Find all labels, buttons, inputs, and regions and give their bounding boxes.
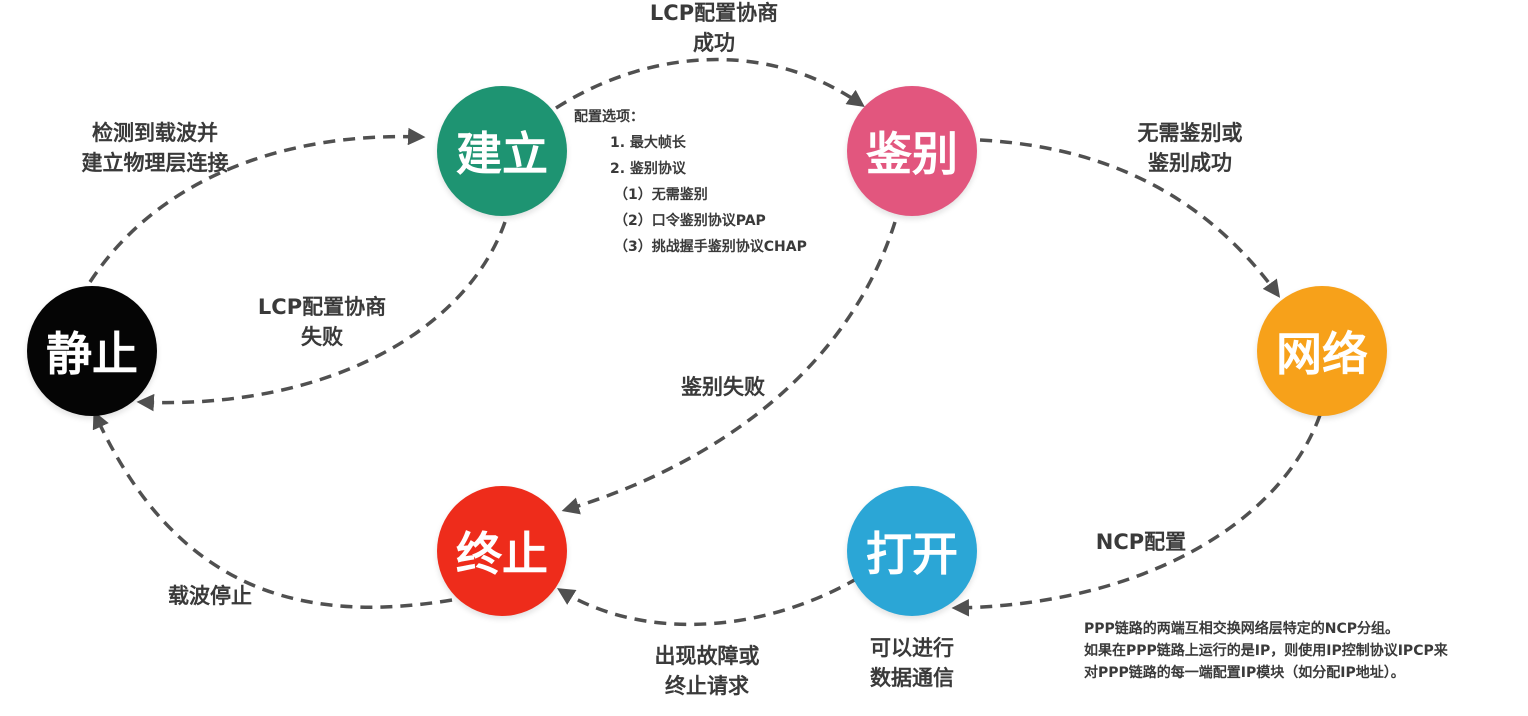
arrow-network-to-open (951, 414, 1322, 617)
config-options-title: 配置选项： (574, 109, 644, 125)
state-terminate-label: 终止 (456, 527, 548, 581)
arrow-establish-to-authenticate (555, 57, 865, 110)
ncp-note: PPP链路的两端互相交换网络层特定的NCP分组。 如果在PPP链路上运行的是IP… (1084, 618, 1448, 684)
label-establish-to-dead: LCP配置协商 失败 (222, 292, 422, 352)
state-authenticate-label: 鉴别 (866, 127, 958, 181)
ncp-note-line: PPP链路的两端互相交换网络层特定的NCP分组。 (1084, 621, 1400, 637)
label-line: 失败 (301, 325, 343, 349)
config-options: 配置选项： 1. 最大帧长 2. 鉴别协议 （1）无需鉴别 （2）口令鉴别协议P… (574, 104, 807, 260)
state-open: 打开 (847, 486, 977, 616)
label-open-to-terminate: 出现故障或 终止请求 (627, 641, 787, 701)
label-line: 可以进行 (870, 636, 954, 660)
state-establish-label: 建立 (456, 127, 548, 181)
arrow-terminate-to-dead (92, 410, 453, 609)
config-option-item: 1. 最大帧长 (610, 135, 686, 151)
label-line: 出现故障或 (654, 644, 760, 668)
state-dead-label: 静止 (46, 327, 138, 381)
ncp-note-line: 如果在PPP链路上运行的是IP，则使用IP控制协议IPCP来 (1084, 643, 1448, 659)
config-option-item: 2. 鉴别协议 (610, 161, 686, 177)
arrow-authenticate-to-terminate (561, 221, 897, 515)
label-terminate-to-dead: 载波停止 (135, 581, 285, 611)
label-line: 终止请求 (665, 674, 749, 698)
arrow-authenticate-to-network (979, 138, 1281, 298)
label-dead-to-establish: 检测到载波并 建立物理层连接 (55, 118, 255, 178)
label-network-to-open: NCP配置 (1066, 527, 1216, 557)
state-network-label: 网络 (1276, 327, 1368, 381)
state-establish: 建立 (437, 86, 567, 216)
state-open-label: 打开 (866, 527, 958, 581)
config-option-subitem: （1）无需鉴别 (614, 187, 708, 203)
label-authenticate-to-terminate: 鉴别失败 (648, 372, 798, 402)
state-dead: 静止 (27, 286, 157, 416)
label-line: NCP配置 (1095, 530, 1187, 554)
label-line: 鉴别成功 (1148, 151, 1232, 175)
config-option-subitem: （3）挑战握手鉴别协议CHAP (614, 239, 807, 255)
arrow-establish-to-dead (136, 221, 507, 412)
label-open-state: 可以进行 数据通信 (837, 633, 987, 693)
label-line: LCP配置协商 (649, 1, 779, 25)
label-line: 载波停止 (168, 584, 252, 608)
config-option-subitem: （2）口令鉴别协议PAP (614, 213, 766, 229)
state-authenticate: 鉴别 (847, 86, 977, 216)
label-line: 建立物理层连接 (81, 151, 229, 175)
state-network: 网络 (1257, 286, 1387, 416)
label-establish-to-authenticate: LCP配置协商 成功 (614, 0, 814, 58)
arrow-dead-to-establish (88, 127, 426, 283)
arrow-open-to-terminate (557, 576, 859, 627)
label-line: 鉴别失败 (681, 375, 765, 399)
label-line: 数据通信 (870, 666, 954, 690)
label-line: 成功 (693, 31, 735, 55)
label-authenticate-to-network: 无需鉴别或 鉴别成功 (1090, 118, 1290, 178)
label-line: 检测到载波并 (92, 121, 218, 145)
state-terminate: 终止 (437, 486, 567, 616)
ncp-note-line: 对PPP链路的每一端配置IP模块（如分配IP地址）。 (1084, 665, 1405, 681)
label-line: LCP配置协商 (257, 295, 387, 319)
label-line: 无需鉴别或 (1137, 121, 1243, 145)
